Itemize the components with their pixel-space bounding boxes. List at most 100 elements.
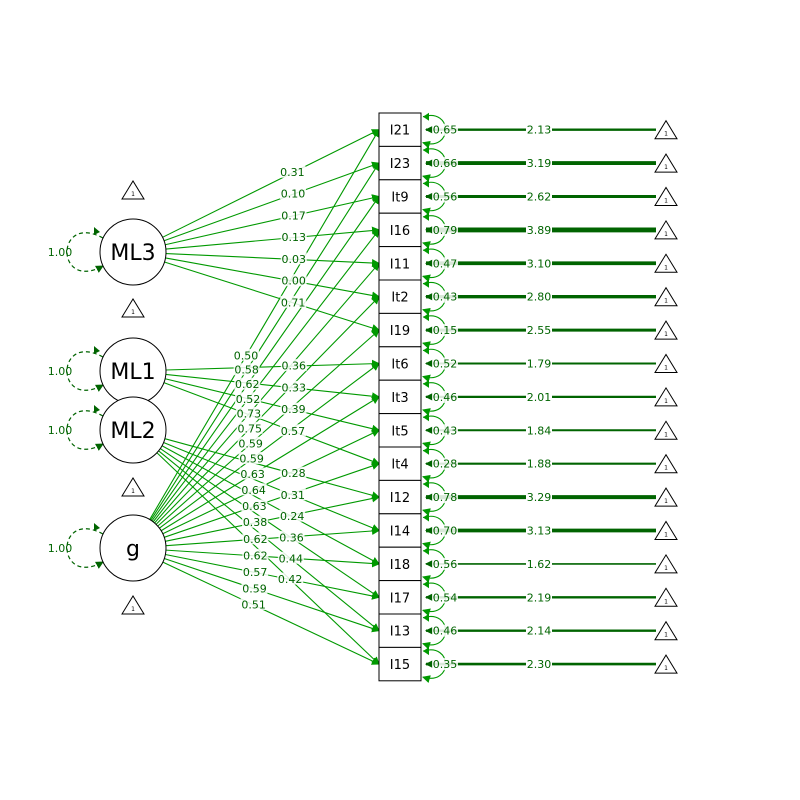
intercept-value-i17: 2.19 [527, 591, 552, 604]
loading-value-g-it5: 0.64 [241, 484, 266, 497]
loading-edge-g-i11 [154, 262, 380, 524]
loading-label-bg [277, 551, 304, 564]
loading-value-ml2-i18: 0.24 [280, 510, 305, 523]
intercept-triangle-it5 [654, 420, 678, 440]
loading-label-bg [233, 363, 260, 376]
variance-arrowhead [94, 405, 100, 413]
loading-label-bg [235, 392, 262, 405]
item-label-i18: I18 [390, 558, 410, 573]
intercept-value-i15: 2.30 [527, 658, 552, 671]
loading-value-g-i16: 0.52 [236, 393, 261, 406]
item-label-it3: It3 [391, 391, 408, 406]
residual-value-it2: 0.43 [433, 291, 458, 304]
residual-arrowhead [423, 613, 429, 622]
residual-label-bg [432, 390, 458, 403]
loading-label-bg [280, 466, 307, 479]
loading-label-bg [280, 252, 307, 265]
loading-edge-g-it3 [160, 396, 380, 532]
residual-value-i17: 0.54 [433, 591, 458, 604]
loading-label-bg [279, 509, 306, 522]
intercept-triangle-label: 1 [664, 398, 668, 405]
loading-value-ml1-it3: 0.33 [281, 381, 306, 394]
item-label-i15: I15 [390, 658, 410, 673]
intercept-triangle-label: 1 [664, 665, 668, 672]
intercept-label-bg [526, 324, 552, 337]
residual-value-i11: 0.47 [433, 257, 458, 270]
loading-label-bg [280, 208, 307, 221]
variance-value-ml1: 1.00 [48, 365, 73, 378]
variance-arrowhead [94, 227, 100, 235]
residual-arrowhead [423, 179, 429, 188]
intercept-triangle-label: 1 [664, 465, 668, 472]
loading-edge-ml3-i23 [163, 161, 380, 242]
loading-edge-g-it4 [164, 462, 380, 538]
loading-edge-g-i19 [157, 329, 380, 527]
residual-label-bg [432, 290, 458, 303]
intercept-label-bg [526, 658, 552, 671]
loading-edge-g-i16 [152, 229, 380, 523]
residual-label-bg [432, 357, 458, 370]
item-label-i21: I21 [390, 124, 410, 139]
intercept-triangle-label: 1 [664, 198, 668, 205]
loading-label-bg [280, 230, 307, 243]
intercept-value-i14: 3.13 [527, 525, 552, 538]
intercept-triangle-ml2 [121, 477, 145, 497]
loading-label-bg [280, 380, 307, 393]
loading-value-g-i15: 0.51 [241, 598, 266, 611]
loading-edge-ml3-i16 [165, 226, 380, 250]
intercept-label-bg [526, 424, 552, 437]
residual-arrowhead [423, 413, 429, 422]
loading-label-bg [242, 515, 269, 528]
loading-value-g-it4: 0.63 [242, 500, 267, 513]
loading-value-ml1-it4: 0.57 [281, 425, 306, 438]
loading-value-g-i19: 0.59 [238, 437, 263, 450]
intercept-triangle-label: 1 [664, 264, 668, 271]
loading-edge-ml2-i18 [161, 445, 380, 565]
residual-arrowhead [423, 313, 429, 322]
item-node-i13 [378, 613, 422, 648]
intercept-triangle-i17 [654, 587, 678, 607]
loading-label-bg [280, 402, 307, 415]
loading-value-g-i14: 0.62 [243, 533, 268, 546]
intercept-triangle-label: 1 [664, 565, 668, 572]
intercept-label-bg [526, 624, 552, 637]
item-node-i21 [378, 112, 422, 147]
intercept-triangle-ml3 [121, 180, 145, 200]
loading-value-g-i13: 0.59 [242, 582, 267, 595]
intercept-label-bg [526, 257, 552, 270]
intercept-triangle-label: 1 [664, 231, 668, 238]
residual-value-i16: 0.79 [433, 224, 458, 237]
residual-arrowhead [423, 546, 429, 555]
loading-edge-g-i15 [162, 561, 380, 665]
loading-label-bg [280, 187, 307, 200]
intercept-label-bg [526, 390, 552, 403]
intercept-value-i13: 2.14 [527, 625, 552, 638]
intercept-value-i18: 1.62 [527, 558, 552, 571]
residual-label-bg [432, 524, 458, 537]
residual-label-bg [432, 324, 458, 337]
variance-loop-ml2 [66, 410, 104, 451]
intercept-triangle-i14 [654, 520, 678, 540]
variance-arrowhead [94, 523, 100, 531]
intercept-value-it5: 1.84 [527, 424, 552, 437]
latent-node-ml2 [99, 396, 167, 464]
item-node-i18 [378, 546, 422, 582]
loading-label-bg [278, 530, 305, 543]
intercept-triangle-i15 [654, 654, 678, 674]
item-node-i23 [378, 145, 422, 181]
edge-labels: 0.310.100.170.130.030.000.710.360.330.39… [48, 123, 552, 671]
loading-value-ml3-i23: 0.10 [281, 188, 306, 201]
intercept-triangle-it6 [654, 353, 678, 373]
residual-value-i12: 0.78 [433, 491, 458, 504]
item-node-it3 [378, 379, 422, 415]
loading-edge-ml3-i19 [164, 261, 380, 332]
loading-edge-g-it9 [151, 195, 380, 522]
intercept-triangle-it4 [654, 453, 678, 474]
item-label-i23: I23 [390, 157, 410, 172]
residual-arrowhead [423, 279, 429, 288]
intercept-triangle-i11 [654, 253, 678, 273]
item-node-it2 [378, 279, 422, 314]
latent-label-ml2: ML2 [110, 419, 155, 444]
intercept-label-bg [526, 591, 552, 604]
